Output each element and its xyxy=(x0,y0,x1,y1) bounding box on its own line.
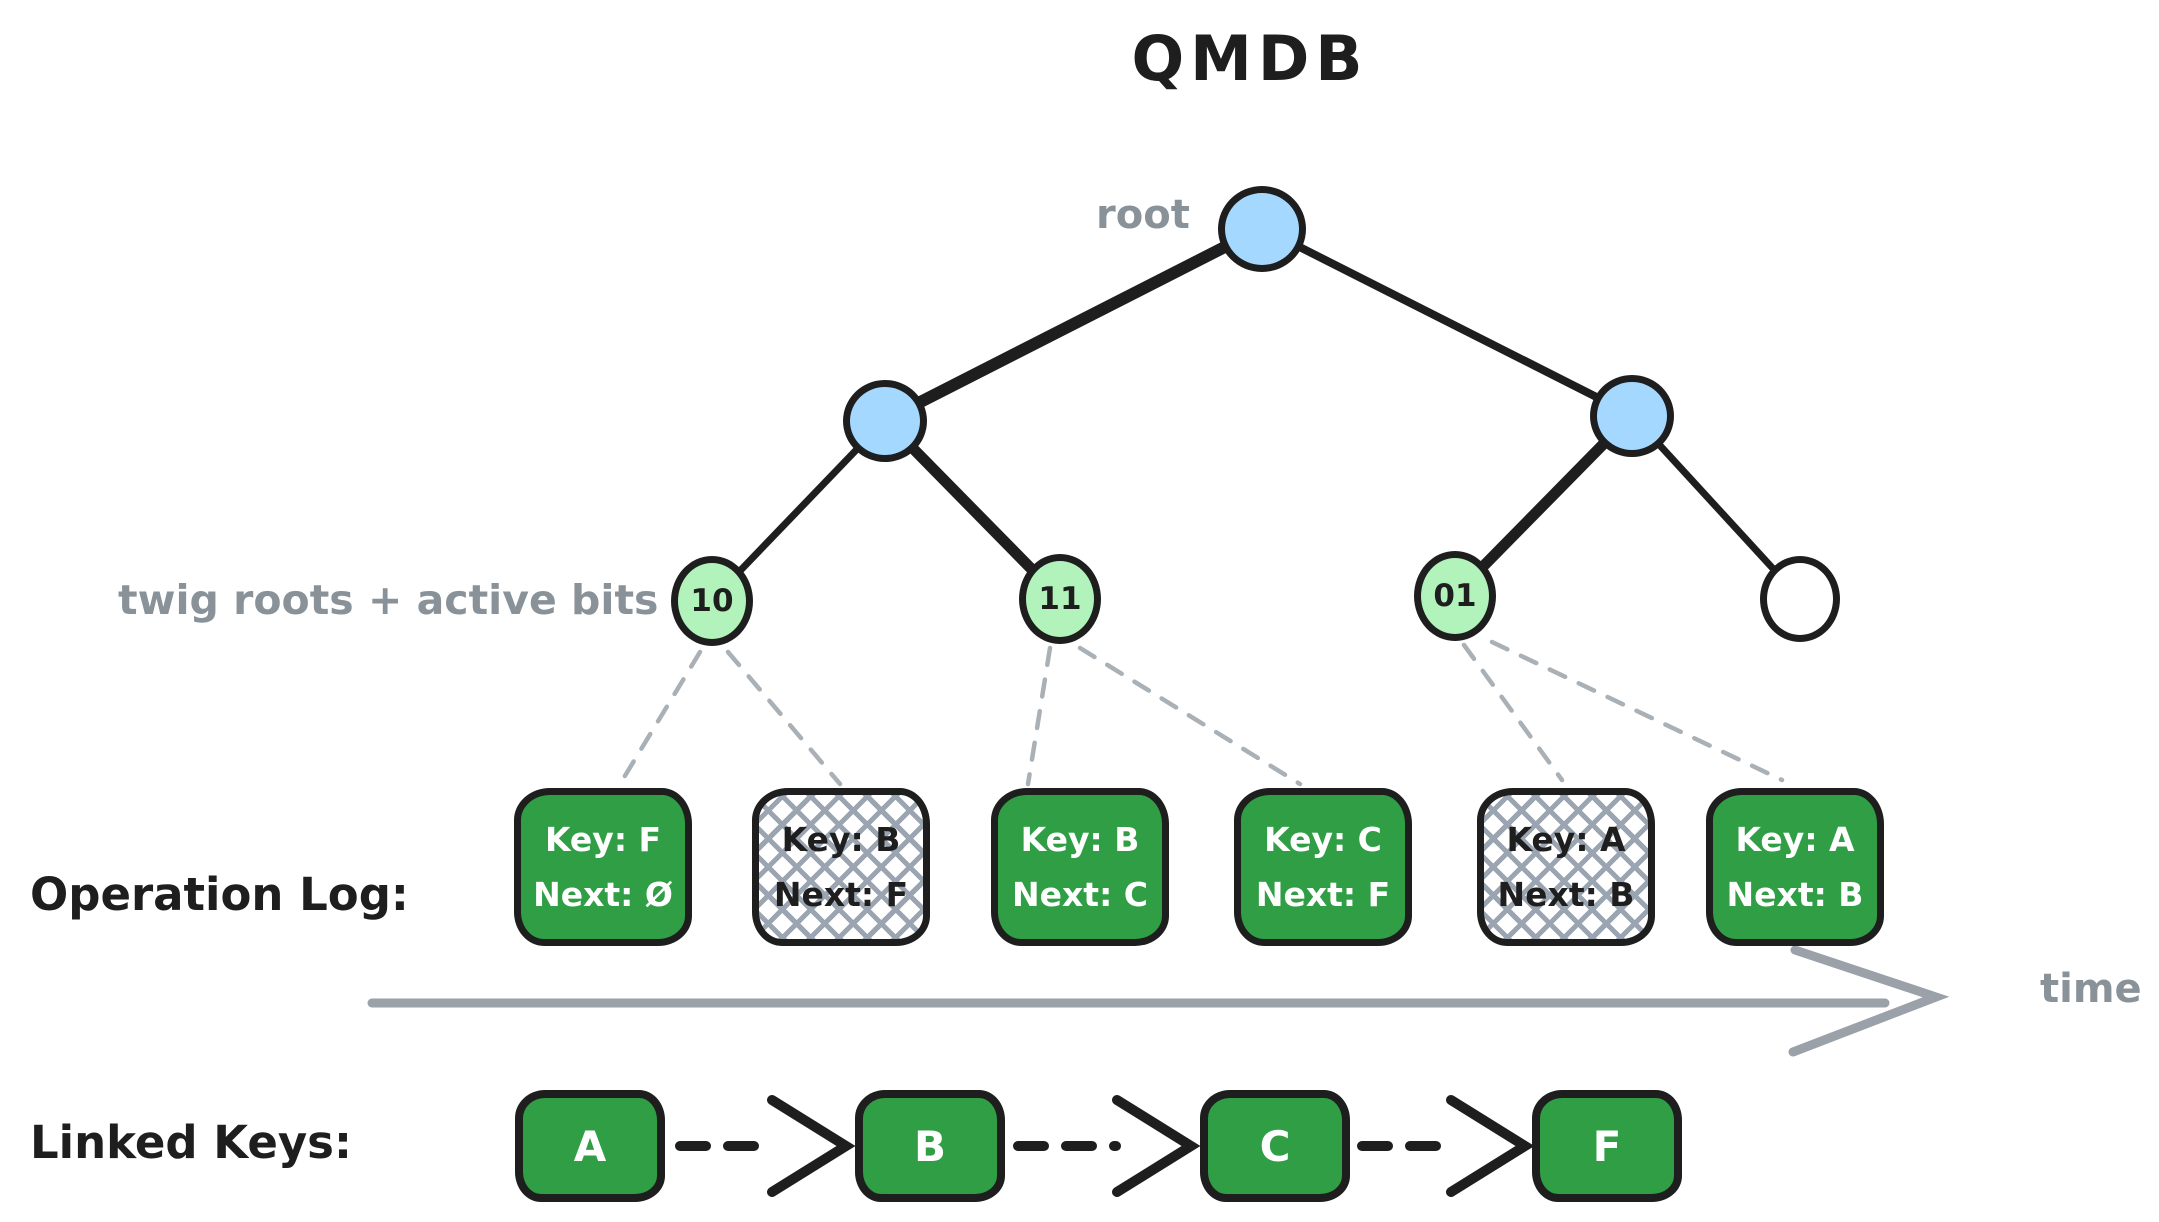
op-entry-4: Key: C Next: F xyxy=(1234,788,1412,946)
op-entry-1-key: Key: F xyxy=(544,820,662,859)
op-entry-3-key: Key: B xyxy=(1020,820,1140,859)
op-entry-6-key: Key: A xyxy=(1735,820,1855,859)
op-entry-1-next: Next: Ø xyxy=(533,875,673,914)
op-entry-5-key: Key: A xyxy=(1506,820,1626,859)
op-entry-6-next: Next: B xyxy=(1726,875,1864,914)
root-label: root xyxy=(1096,192,1190,238)
time-label: time xyxy=(2040,966,2142,1012)
op-entry-4-key: Key: C xyxy=(1264,820,1382,859)
op-entry-3: Key: B Next: C xyxy=(991,788,1169,946)
op-entry-2-key: Key: B xyxy=(781,820,901,859)
linked-key-b-label: B xyxy=(913,1121,946,1171)
op-entry-3-next: Next: C xyxy=(1012,875,1148,914)
linked-arrow-a-b-head-icon xyxy=(767,1095,856,1197)
edge-root-left xyxy=(879,222,1268,426)
op-entry-2-next: Next: F xyxy=(773,875,909,914)
tree-node-internal-right xyxy=(1590,375,1674,457)
diagram-title: QMDB xyxy=(1131,22,1369,95)
twig-node-10: 10 xyxy=(671,556,753,646)
tree-node-internal-left xyxy=(843,380,927,462)
time-arrowhead-icon xyxy=(1788,945,1950,1057)
linked-key-b: B xyxy=(855,1090,1005,1202)
linked-arrow-b-c-head-icon xyxy=(1112,1095,1201,1197)
connector-twig01-entry5 xyxy=(1461,642,1565,783)
op-entry-2: Key: B Next: F xyxy=(752,788,930,946)
connector-twig11-entry4 xyxy=(1077,645,1303,787)
connector-twig10-entry2 xyxy=(725,649,843,787)
twig-node-11-label: 11 xyxy=(1038,581,1082,617)
linked-key-f: F xyxy=(1532,1090,1682,1202)
op-entry-6: Key: A Next: B xyxy=(1706,788,1884,946)
op-entry-4-next: Next: F xyxy=(1255,875,1391,914)
linked-keys-label: Linked Keys: xyxy=(30,1116,352,1169)
twig-node-01-label: 01 xyxy=(1433,578,1477,614)
linked-key-f-label: F xyxy=(1592,1121,1622,1171)
twig-node-11: 11 xyxy=(1019,554,1101,644)
twig-node-01: 01 xyxy=(1414,551,1496,641)
linked-key-c-label: C xyxy=(1259,1121,1291,1171)
connector-twig01-entry6 xyxy=(1489,639,1785,783)
linked-key-c: C xyxy=(1200,1090,1350,1202)
twig-node-empty xyxy=(1760,556,1840,642)
twig-roots-label: twig roots + active bits xyxy=(118,576,659,624)
twig-node-10-label: 10 xyxy=(690,583,734,619)
edge-root-right xyxy=(1258,224,1636,419)
linked-key-a-label: A xyxy=(573,1121,607,1171)
linked-key-a: A xyxy=(515,1090,665,1202)
operation-log-label: Operation Log: xyxy=(30,868,409,921)
tree-node-root xyxy=(1218,186,1306,272)
op-entry-5: Key: A Next: B xyxy=(1477,788,1655,946)
op-entry-5-next: Next: B xyxy=(1497,875,1635,914)
op-entry-1: Key: F Next: Ø xyxy=(514,788,692,946)
connector-twig11-entry3 xyxy=(1025,645,1053,787)
connector-twig10-entry1 xyxy=(617,649,703,787)
linked-arrow-c-f-head-icon xyxy=(1446,1095,1535,1197)
